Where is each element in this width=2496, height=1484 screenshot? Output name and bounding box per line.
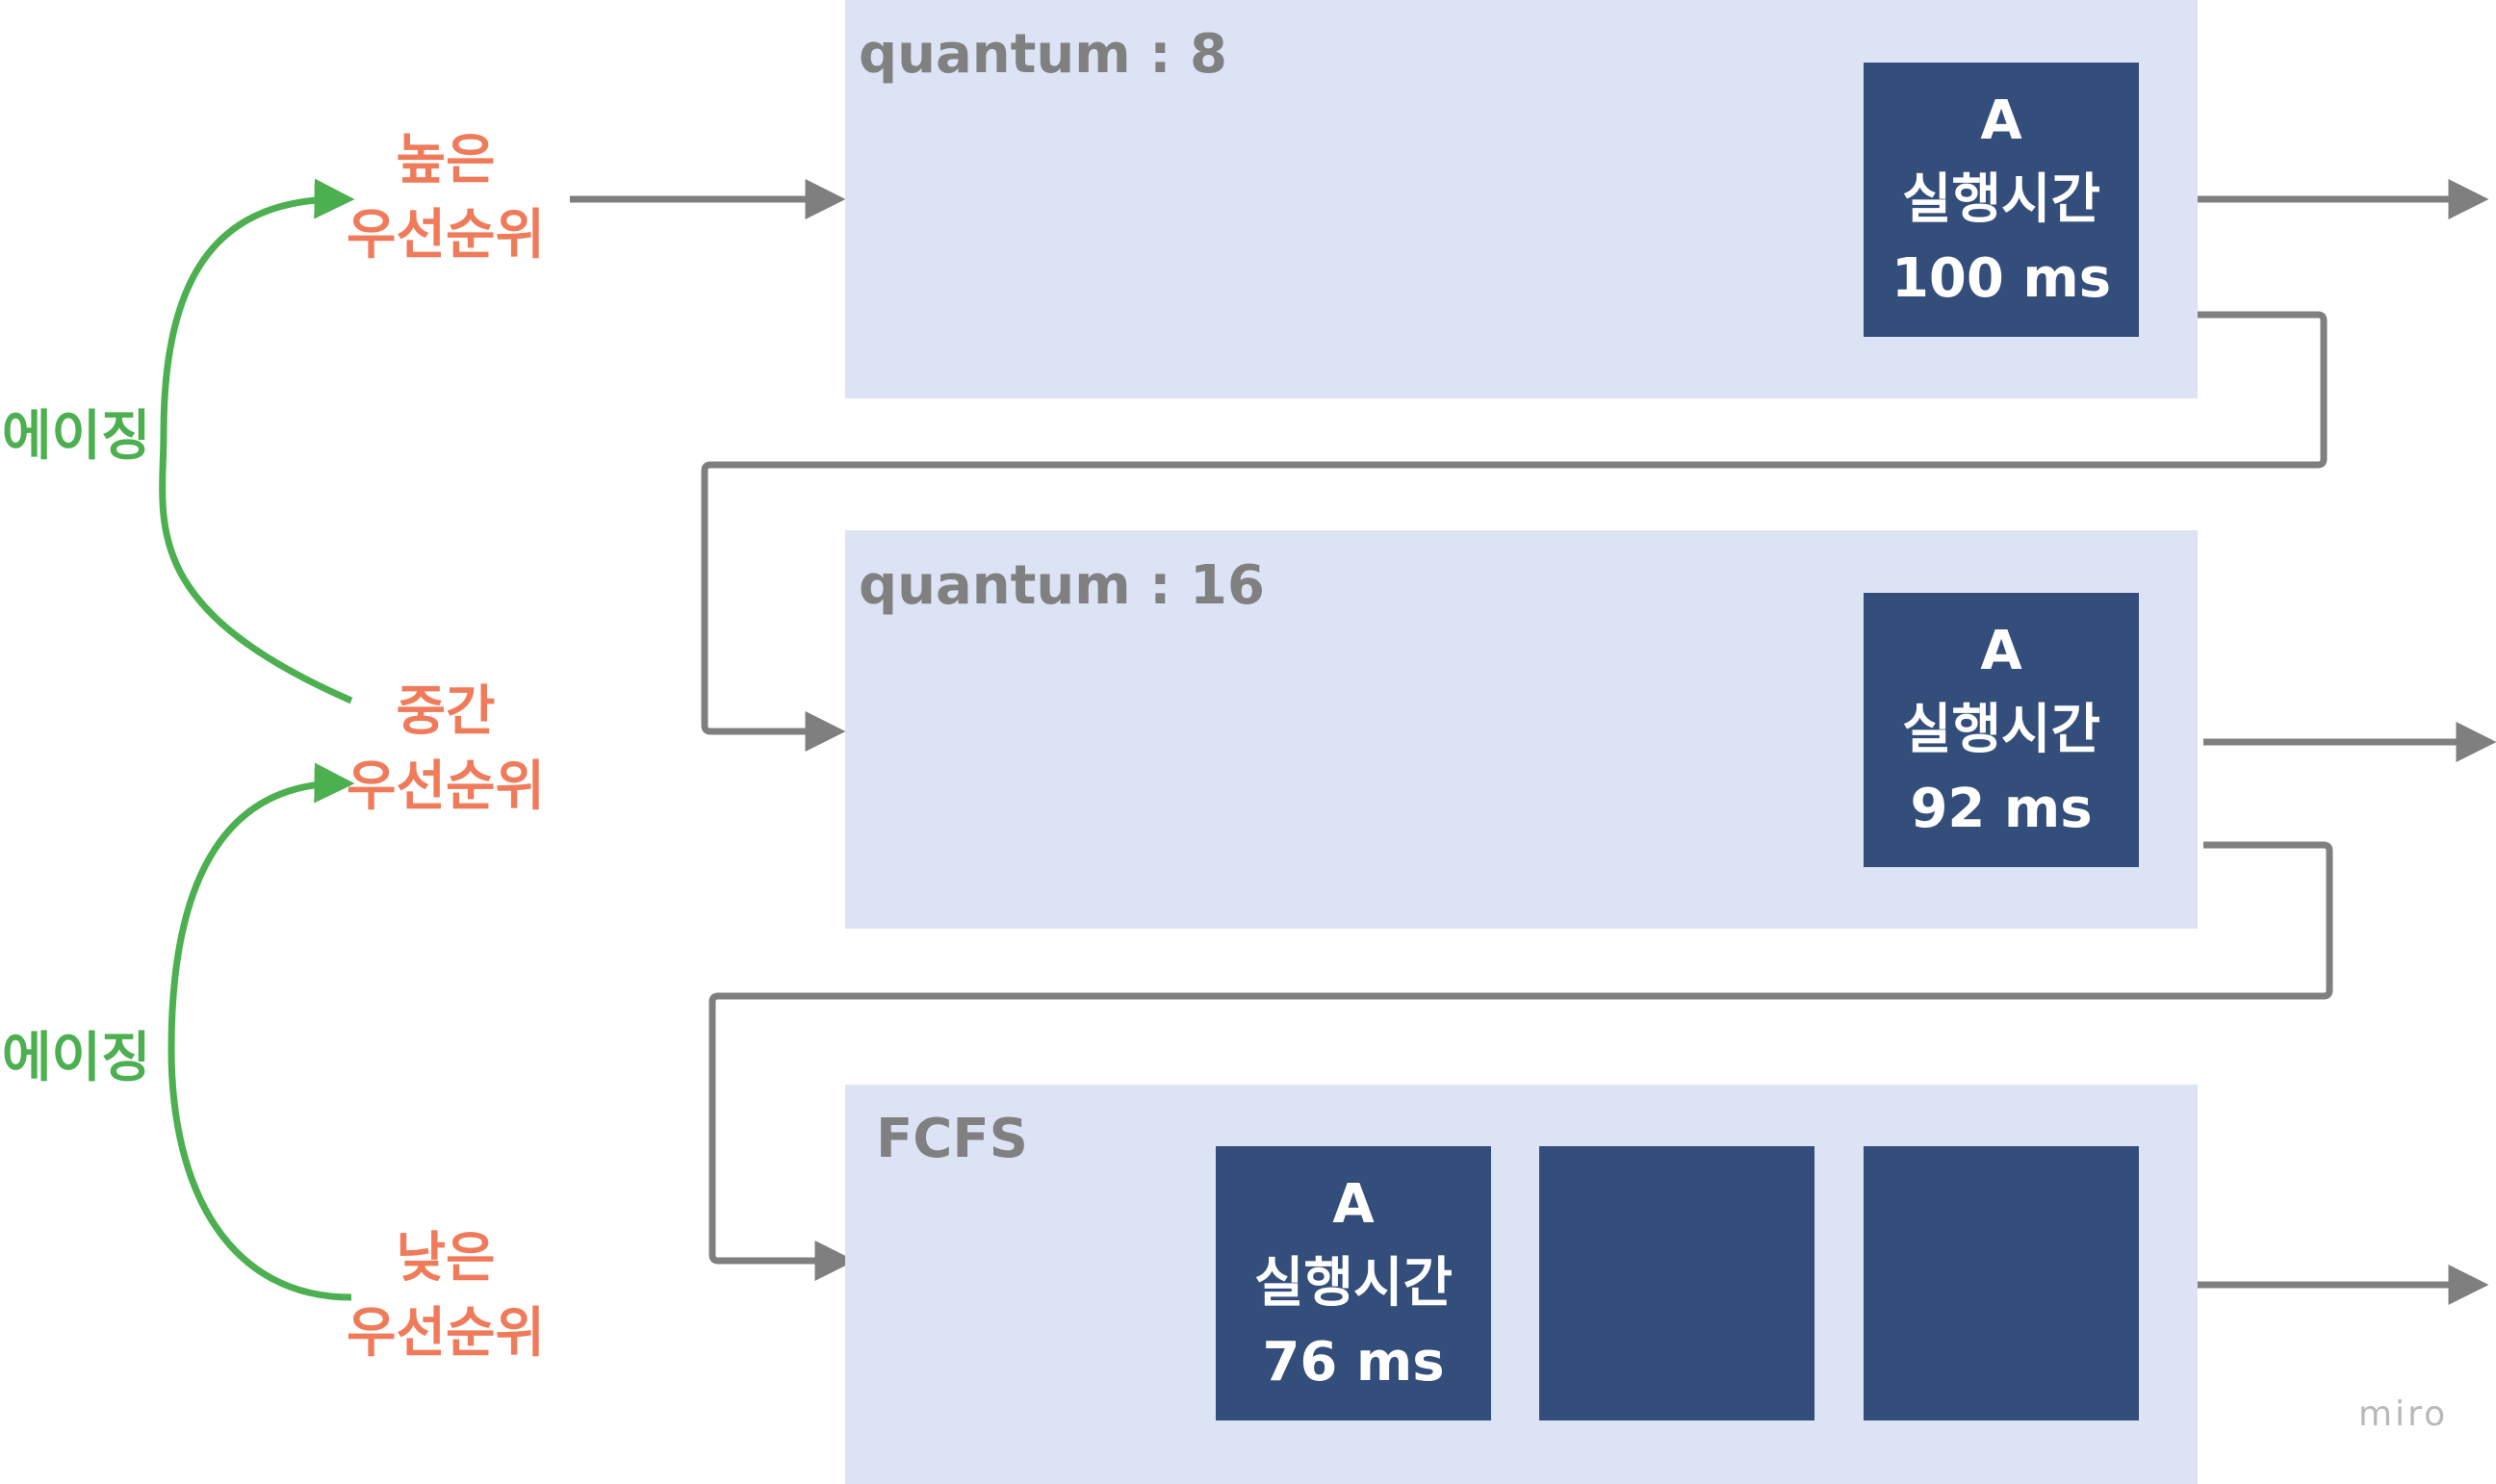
aging-curve-lower	[167, 762, 355, 1301]
queue-2-title: quantum : 16	[859, 554, 1265, 617]
process-time-label: 실행시간	[1901, 167, 2101, 231]
priority-mid-line2: 우선순위	[346, 755, 546, 818]
queue-1-title: quantum : 8	[859, 23, 1227, 86]
priority-mid-label: 중간 우선순위	[330, 675, 561, 825]
arrow-queue2-to-queue3	[708, 841, 2333, 1281]
priority-low-line1: 낮은	[396, 1227, 496, 1290]
priority-low-line2: 우선순위	[346, 1302, 546, 1365]
arrow-queue1-to-queue2	[701, 311, 2328, 752]
queue-1: quantum : 8 A 실행시간 100 ms	[845, 0, 2198, 398]
empty-process-box	[1864, 1146, 2139, 1420]
aging-label-upper: 에이징	[2, 405, 151, 468]
queue-3-fcfs: FCFS A 실행시간 76 ms	[845, 1085, 2198, 1484]
queue-2: quantum : 16 A 실행시간 92 ms	[845, 530, 2198, 929]
process-box-queue2: A 실행시간 92 ms	[1864, 593, 2139, 867]
process-time-value: 76 ms	[1262, 1330, 1445, 1394]
process-time-value: 100 ms	[1891, 246, 2112, 310]
queue-3-title: FCFS	[876, 1108, 1028, 1170]
process-name: A	[1980, 619, 2022, 682]
process-box-queue3: A 실행시간 76 ms	[1216, 1146, 1491, 1420]
miro-logo: miro	[2358, 1394, 2449, 1434]
process-time-label: 실행시간	[1253, 1251, 1454, 1315]
priority-high-line2: 우선순위	[346, 204, 546, 267]
process-name: A	[1980, 89, 2022, 152]
aging-curve-upper	[159, 178, 355, 704]
aging-label-lower: 에이징	[2, 1027, 151, 1089]
priority-low-label: 낮은 우선순위	[330, 1221, 561, 1371]
process-name: A	[1332, 1172, 1375, 1236]
process-time-label: 실행시간	[1901, 698, 2101, 761]
priority-mid-line1: 중간	[396, 680, 496, 743]
empty-process-box	[1539, 1146, 1814, 1420]
process-time-value: 92 ms	[1910, 777, 2093, 840]
process-box-queue1: A 실행시간 100 ms	[1864, 63, 2139, 337]
priority-high-label: 높은 우선순위	[330, 123, 561, 273]
priority-high-line1: 높은	[396, 129, 496, 192]
